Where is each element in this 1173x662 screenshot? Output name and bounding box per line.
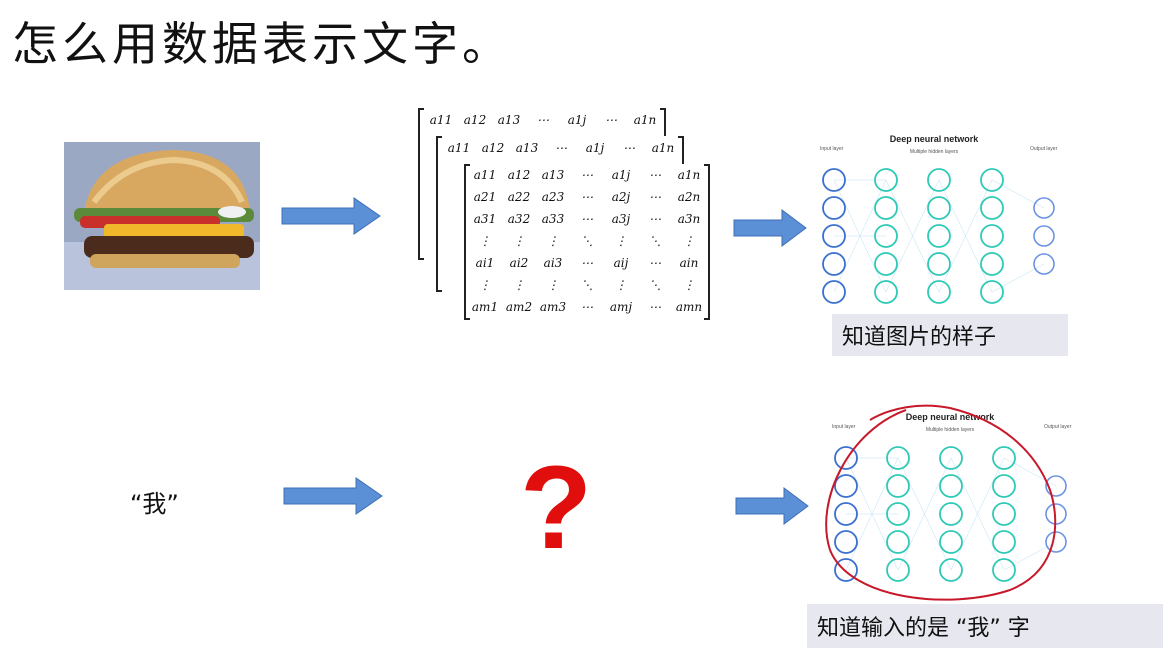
- matrix-row: a21 a22 a23 ⋯ a2j ⋯ a2n: [466, 186, 708, 208]
- caption-bottom: 知道输入的是 “我” 字: [807, 604, 1163, 648]
- matrix-row: ⋮ ⋮ ⋮ ⋱ ⋮ ⋱ ⋮: [466, 274, 708, 296]
- svg-text:Input layer: Input layer: [820, 146, 844, 152]
- svg-text:Multiple hidden layers: Multiple hidden layers: [910, 149, 959, 155]
- matrix-row: am1 am2 am3 ⋯ amj ⋯ amn: [466, 296, 708, 318]
- matrix-front: a11 a12 a13 ⋯ a1j ⋯ a1n a21 a22 a23 ⋯ a2…: [464, 164, 710, 320]
- matrix-row: a31 a32 a33 ⋯ a3j ⋯ a3n: [466, 208, 708, 230]
- input-text: “我”: [130, 484, 179, 519]
- matrix-row: ai1 ai2 ai3 ⋯ aij ⋯ ain: [466, 252, 708, 274]
- matrix-row: a11 a12 a13 ⋯ a1j ⋯ a1n: [466, 164, 708, 186]
- slide-title: 怎么用数据表示文字。: [12, 8, 512, 74]
- arrow-right-icon: [282, 476, 392, 516]
- svg-text:Deep neural network: Deep neural network: [890, 134, 980, 144]
- svg-text:Output layer: Output layer: [1030, 146, 1058, 152]
- caption-top: 知道图片的样子: [832, 314, 1068, 356]
- burger-image: [64, 142, 260, 290]
- question-mark: ?: [520, 440, 592, 576]
- red-annotation-loop: [810, 400, 1080, 614]
- neural-network-diagram: Deep neural network Multiple hidden laye…: [814, 132, 1076, 302]
- arrow-right-icon: [280, 196, 390, 236]
- matrix-row: ⋮ ⋮ ⋮ ⋱ ⋮ ⋱ ⋮: [466, 230, 708, 252]
